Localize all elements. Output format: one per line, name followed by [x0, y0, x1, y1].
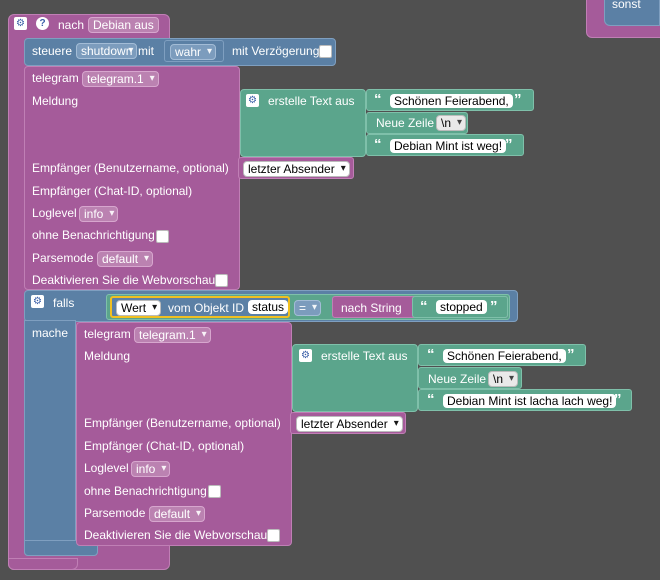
telegram1-loglevel-label: Loglevel [32, 206, 77, 220]
gear-icon[interactable]: ⚙ [299, 349, 312, 362]
quote-open-icon: “ [420, 298, 428, 315]
string2b-value[interactable]: Debian Mint ist lacha lach weg! [443, 394, 617, 408]
string1a-value[interactable]: Schönen Feierabend, [390, 94, 513, 108]
telegram1-silent-checkbox[interactable] [156, 230, 169, 243]
quote-open-icon: “ [374, 136, 382, 153]
quote-close-icon: ” [567, 346, 575, 363]
do-label: mache [32, 326, 69, 340]
control-delay-label: mit Verzögerung [232, 44, 320, 58]
telegram2-label: telegram [84, 327, 131, 341]
telegram2-silent-label: ohne Benachrichtigung [84, 484, 207, 498]
quote-open-icon: “ [427, 391, 435, 408]
text-builder-block-1[interactable] [240, 89, 366, 157]
delay-checkbox[interactable] [319, 45, 332, 58]
telegram1-label: telegram [32, 71, 79, 85]
quote-open-icon: “ [374, 91, 382, 108]
text-builder2-label: erstelle Text aus [321, 349, 408, 363]
control-with-label: mit [138, 44, 154, 58]
newline2-label: Neue Zeile [428, 372, 487, 386]
telegram2-loglevel-dropdown[interactable]: info [131, 461, 171, 477]
telegram1-parsemode-dropdown[interactable]: default [97, 251, 154, 267]
condition-string-field[interactable]: stopped [436, 300, 487, 314]
telegram1-recipient-user-label: Empfänger (Benutzername, optional) [32, 161, 229, 175]
else-label: sonst [612, 0, 641, 11]
control-object-dropdown[interactable]: shutdown [76, 43, 138, 59]
telegram1-parsemode-label: Parsemode [32, 251, 94, 265]
trigger-prefix: nach [58, 18, 85, 32]
else-inner-fragment[interactable] [604, 0, 660, 26]
telegram2-recipient-user-dropdown[interactable]: letzter Absender [296, 416, 403, 432]
control-value-dropdown[interactable]: wahr [170, 44, 217, 60]
telegram1-message-label: Meldung [32, 94, 79, 108]
text-builder1-label: erstelle Text aus [268, 94, 355, 108]
telegram2-loglevel-label: Loglevel [84, 461, 129, 475]
object-id-field[interactable]: status [248, 300, 289, 314]
to-string-label: nach String [341, 301, 402, 315]
help-icon[interactable]: ? [36, 17, 49, 30]
quote-close-icon: ” [490, 298, 498, 315]
if-label: falls [53, 296, 75, 310]
telegram2-recipient-user-label: Empfänger (Benutzername, optional) [84, 416, 281, 430]
gear-icon[interactable]: ⚙ [246, 94, 259, 107]
telegram1-disable-preview-label: Deaktivieren Sie die Webvorschau [32, 273, 216, 287]
quote-close-icon: ” [614, 391, 622, 408]
gear-icon[interactable]: ⚙ [31, 295, 44, 308]
trigger-device-field[interactable]: Debian aus [88, 17, 159, 33]
text-builder-block-2[interactable] [292, 344, 418, 412]
value-dropdown[interactable]: Wert [116, 300, 162, 316]
operator-dropdown[interactable]: = [294, 300, 322, 316]
telegram2-instance-dropdown[interactable]: telegram.1 [134, 327, 211, 343]
telegram2-parsemode-dropdown[interactable]: default [149, 506, 206, 522]
gear-icon[interactable]: ⚙ [14, 17, 27, 30]
quote-close-icon: ” [505, 136, 513, 153]
telegram1-recipient-chat-label: Empfänger (Chat-ID, optional) [32, 184, 193, 198]
trigger-block-bottom [8, 558, 78, 570]
quote-open-icon: “ [427, 346, 435, 363]
telegram2-parsemode-label: Parsemode [84, 506, 146, 520]
newline1-label: Neue Zeile [376, 116, 435, 130]
newline2-dropdown[interactable]: \n [488, 371, 519, 387]
newline1-dropdown[interactable]: \n [436, 115, 467, 131]
telegram2-message-label: Meldung [84, 349, 131, 363]
telegram1-silent-label: ohne Benachrichtigung [32, 228, 155, 242]
quote-close-icon: ” [514, 91, 522, 108]
telegram2-disable-preview-label: Deaktivieren Sie die Webvorschau [84, 528, 268, 542]
telegram2-disable-preview-checkbox[interactable] [267, 529, 280, 542]
string2a-value[interactable]: Schönen Feierabend, [443, 349, 566, 363]
telegram1-instance-dropdown[interactable]: telegram.1 [82, 71, 159, 87]
object-id-label: vom Objekt ID [168, 301, 245, 315]
telegram1-loglevel-dropdown[interactable]: info [79, 206, 119, 222]
string1b-value[interactable]: Debian Mint ist weg! [390, 139, 507, 153]
telegram2-silent-checkbox[interactable] [208, 485, 221, 498]
telegram2-recipient-chat-label: Empfänger (Chat-ID, optional) [84, 439, 245, 453]
if-block-body [24, 320, 76, 556]
control-label: steuere [32, 44, 73, 58]
telegram1-disable-preview-checkbox[interactable] [215, 274, 228, 287]
telegram1-recipient-user-dropdown[interactable]: letzter Absender [243, 161, 350, 177]
